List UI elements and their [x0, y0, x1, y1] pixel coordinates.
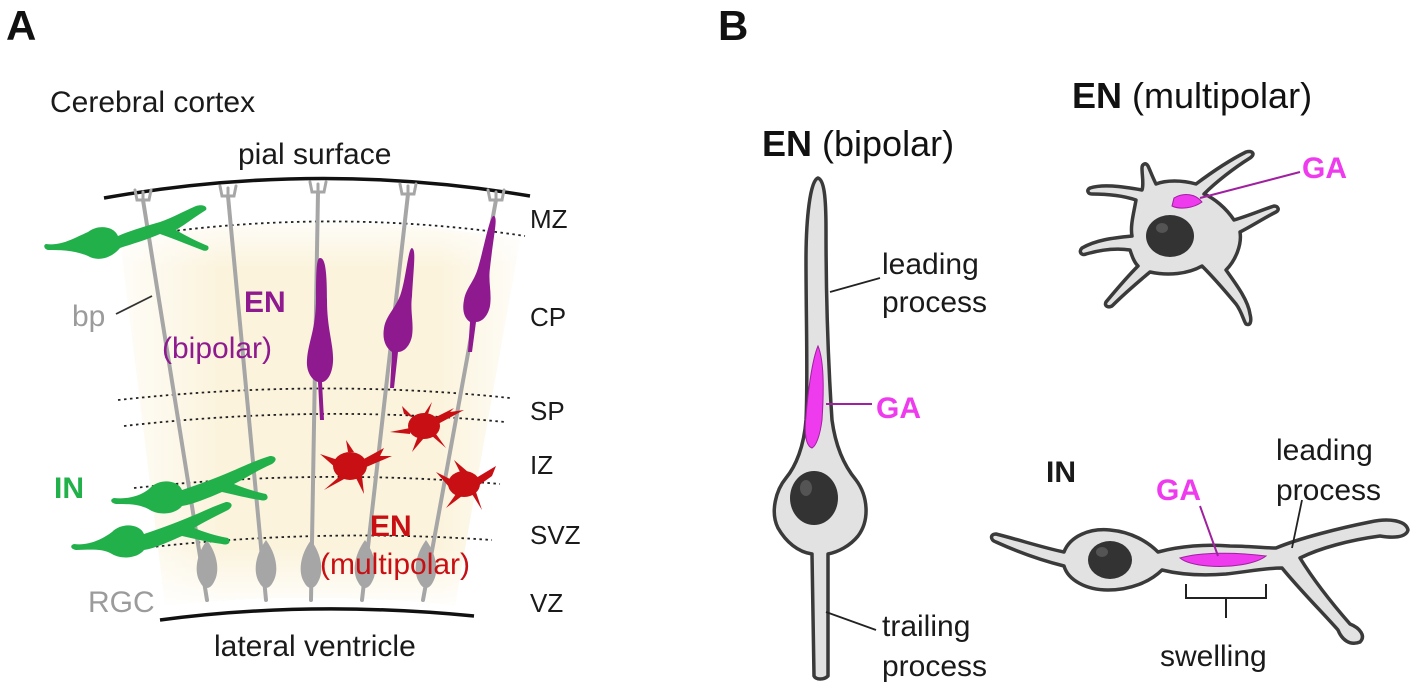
in-cell [989, 518, 1410, 645]
rgc-label: RGC [88, 586, 155, 619]
panel-b: B EN(bipolar) leading process GA trailin… [718, 2, 1410, 683]
swelling-label: swelling [1160, 640, 1267, 673]
bp-pointer [115, 295, 153, 315]
ga-in-pointer [1199, 505, 1219, 557]
bp-label: bp [72, 300, 105, 333]
en-multipolar-cell [1078, 149, 1280, 327]
en-bipolar-title: EN(bipolar) [762, 123, 954, 164]
panel-a-title: Cerebral cortex [50, 86, 255, 119]
en-multipolar-sublabel: (multipolar) [320, 548, 470, 581]
trailing-process-label-2: process [882, 650, 987, 683]
trailing-process-label-1: trailing [882, 610, 970, 643]
trailing-process-pointer [825, 611, 877, 631]
pial-surface-label: pial surface [238, 138, 391, 171]
zone-iz-label: IZ [530, 450, 553, 480]
in-leading-process-label-1: leading [1276, 434, 1373, 467]
panel-a-letter: A [6, 2, 36, 49]
leading-process-pointer [829, 277, 881, 293]
leading-process-label-1: leading [882, 248, 979, 281]
in-leading-process-label-2: process [1276, 474, 1381, 507]
ga-in-label: GA [1156, 474, 1201, 507]
panel-a: A Cerebral cortex pial surface [6, 2, 581, 663]
en-bipolar-cell [772, 176, 868, 681]
pial-surface-line [103, 176, 531, 200]
en-bipolar-label: EN [244, 286, 286, 319]
zone-vz-label: VZ [530, 588, 563, 618]
zone-mz-label: MZ [530, 204, 568, 234]
in-title: IN [1046, 456, 1076, 489]
zone-svz-label: SVZ [530, 520, 581, 550]
swelling-bracket [1185, 584, 1267, 618]
in-label: IN [54, 472, 84, 505]
ventricle-line [159, 607, 475, 622]
leading-process-label-2: process [882, 286, 987, 319]
ga-multipolar-label: GA [1302, 152, 1347, 185]
in-leading-process-pointer [1291, 499, 1303, 549]
en-bipolar-sublabel: (bipolar) [162, 332, 272, 365]
en-multipolar-title: EN(multipolar) [1072, 75, 1312, 116]
en-bipolar-neurons [306, 215, 496, 420]
en-multipolar-label: EN [370, 510, 412, 543]
lateral-ventricle-label: lateral ventricle [214, 630, 416, 663]
panel-b-letter: B [718, 2, 748, 49]
ga-bipolar-label: GA [876, 392, 921, 425]
zone-sp-label: SP [530, 396, 565, 426]
interneurons [44, 205, 276, 558]
zone-cp-label: CP [530, 302, 566, 332]
radial-glia [133, 180, 506, 602]
en-multipolar-neurons [320, 402, 496, 510]
ga-multipolar-pointer [1199, 171, 1301, 199]
